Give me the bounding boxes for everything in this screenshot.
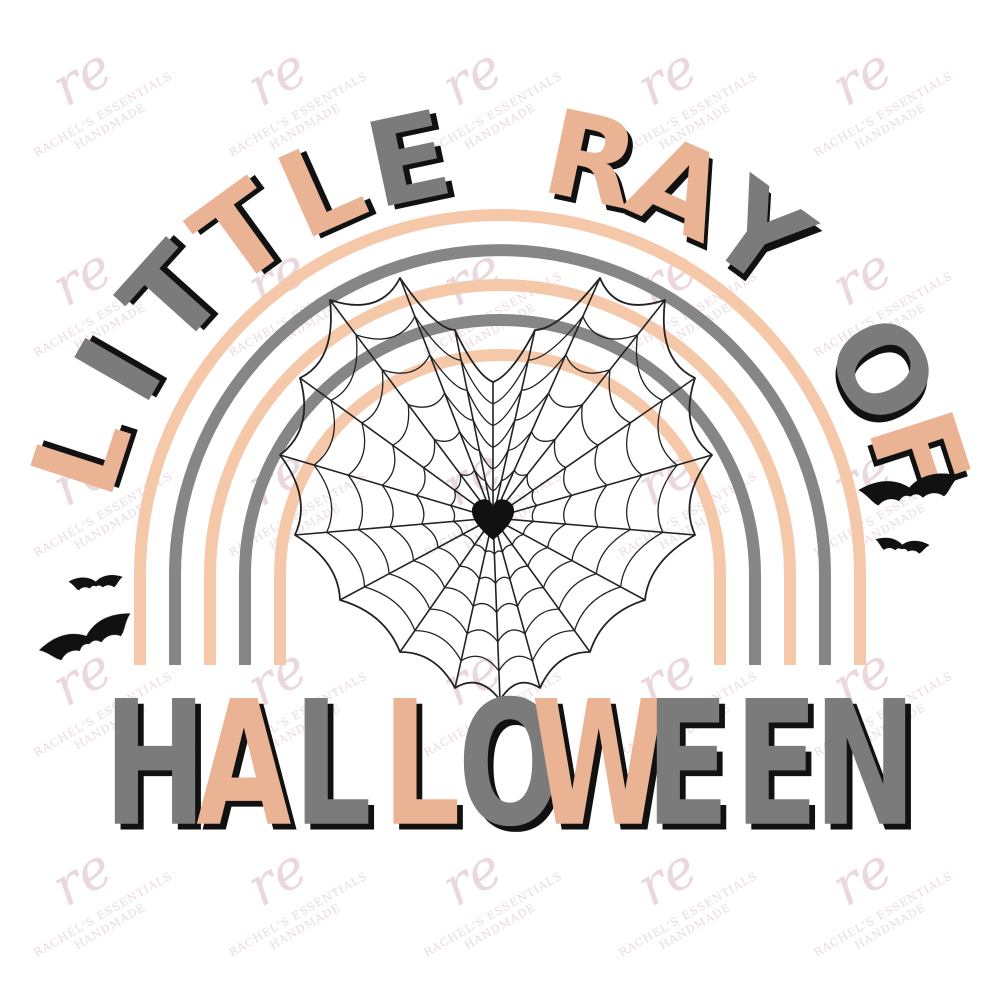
svg-text:H: H <box>109 671 212 871</box>
headline-bottom-letter: EE <box>645 665 735 871</box>
rainbow-arc-inner <box>274 349 726 665</box>
svg-text:N: N <box>819 671 922 871</box>
svg-text:L: L <box>293 665 371 865</box>
svg-text:O: O <box>458 665 563 865</box>
svg-text:L: L <box>388 671 466 871</box>
headline-top-letter: LL <box>4 393 165 511</box>
svg-text:N: N <box>814 665 917 865</box>
svg-text:L: L <box>382 665 460 865</box>
bat-icon <box>39 613 131 661</box>
bat-icon <box>68 575 123 591</box>
bat-icon <box>875 537 930 554</box>
rainbow-arc-3 <box>204 279 796 665</box>
headline-bottom-letter: AA <box>196 665 297 871</box>
svg-text:H: H <box>104 665 207 865</box>
heart-spider-icon <box>471 499 515 540</box>
rainbow-arc-2 <box>169 244 831 665</box>
bat-icon <box>858 473 960 506</box>
headline-bottom-letter: HH <box>104 665 213 871</box>
headline-bottom-letter: LL <box>382 665 466 871</box>
rainbow-arc-outer <box>134 209 866 665</box>
svg-text:L: L <box>299 671 377 871</box>
headline-bottom-letter: EE <box>734 665 824 871</box>
svg-text:O: O <box>463 671 568 871</box>
headline-bottom-letter: LL <box>293 665 377 871</box>
svg-text:E: E <box>645 665 729 865</box>
svg-text:A: A <box>196 665 291 865</box>
headline-bottom-letter: OO <box>458 665 568 871</box>
svg-text:E: E <box>740 671 824 871</box>
svg-text:W: W <box>531 665 667 865</box>
svg-text:E: E <box>734 665 818 865</box>
svg-text:W: W <box>537 671 673 871</box>
svg-text:A: A <box>202 671 297 871</box>
rainbow-arc-4 <box>239 314 761 665</box>
svg-text:E: E <box>651 671 735 871</box>
rainbow-arcs <box>134 209 866 665</box>
heart-spider-web-icon <box>279 277 713 701</box>
headline-bottom-letter: NN <box>814 665 923 871</box>
headline-bottom-letter: WW <box>531 665 672 871</box>
